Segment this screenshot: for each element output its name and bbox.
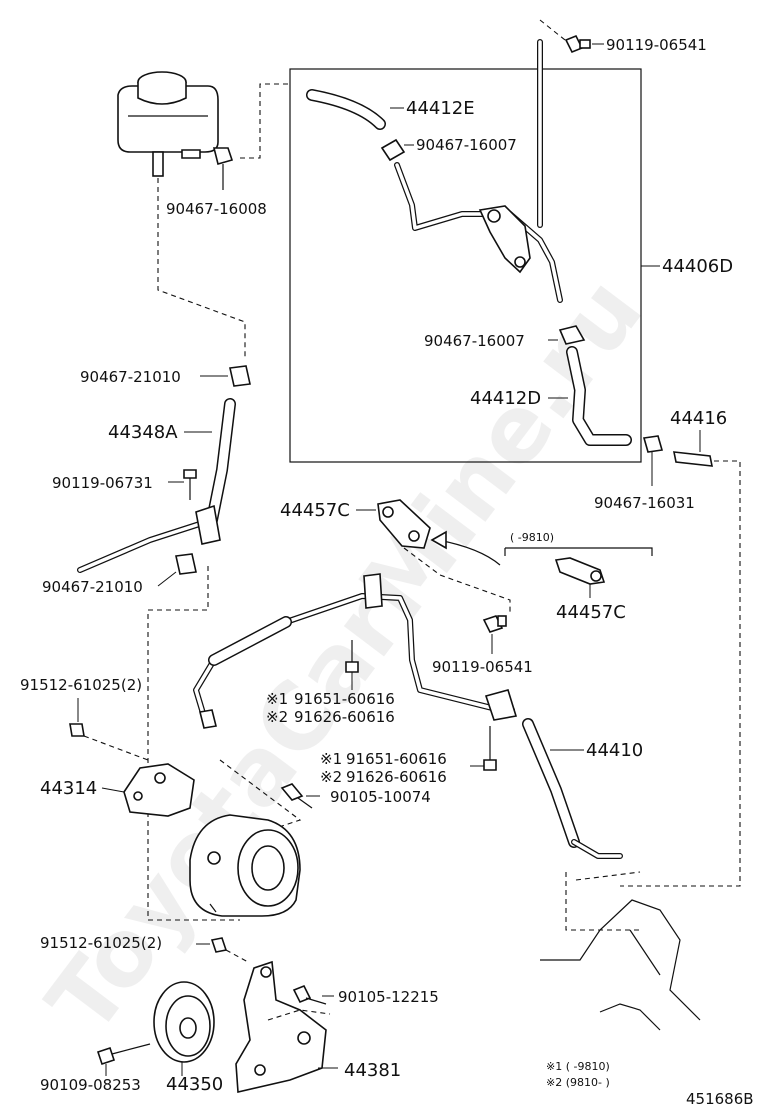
label-91512-61025-top: 91512-61025(2)	[20, 676, 142, 694]
clip-90467-16031	[642, 435, 664, 486]
label-90467-21010-bot: 90467-21010	[42, 578, 143, 596]
hose-44348a	[77, 398, 236, 573]
label-91512-61025-bot: 91512-61025(2)	[40, 934, 162, 952]
ref-line-top-bolt	[539, 19, 571, 45]
label-44350: 44350	[166, 1074, 223, 1095]
ref-line-44416	[620, 460, 741, 887]
label-91626-60616-b: 91626-60616	[346, 768, 447, 786]
pressure-tube-44410	[193, 573, 623, 859]
label-44410: 44410	[586, 740, 643, 761]
label-90467-21010-top: 90467-21010	[80, 368, 181, 386]
range-box-line	[504, 547, 653, 556]
hose-44412d	[566, 346, 632, 446]
ref-line-reservoir-a	[240, 83, 290, 159]
ref-line-reservoir-b	[157, 178, 246, 360]
ref-line-bracket	[403, 547, 511, 612]
clip-90467-16008	[212, 147, 234, 190]
ref-mark-1b: ※1	[320, 750, 342, 768]
label-44416: 44416	[670, 408, 727, 429]
label-44457c-alt: 44457C	[556, 602, 626, 623]
label-44348a: 44348A	[108, 422, 178, 443]
label-90467-16007-top: 90467-16007	[416, 136, 517, 154]
label-91651-60616-b: 91651-60616	[346, 750, 447, 768]
bolt-91651-60616-b	[470, 726, 497, 771]
bracket-44457c-alt	[554, 557, 606, 598]
diagram-id: 451686B	[686, 1090, 754, 1108]
bolt-91512-61025-bot	[196, 937, 228, 953]
label-range-box: ( -9810)	[510, 531, 554, 544]
ref-mark-2b: ※2	[320, 768, 342, 786]
note-ref-2: ※2 (9810- )	[546, 1076, 610, 1089]
label-90467-16007-bot: 90467-16007	[424, 332, 525, 350]
bolt-90119-06731	[168, 469, 197, 500]
label-90119-06541-mid: 90119-06541	[432, 658, 533, 676]
ref-line-left-vertical	[147, 566, 240, 921]
bolt-90109-08253	[96, 1043, 151, 1076]
ref-mark-2a: ※2	[266, 708, 288, 726]
clip-90467-21010-top	[200, 365, 251, 387]
pipe-assembly-44406d	[394, 39, 563, 303]
note-ref-1: ※1 ( -9810)	[546, 1060, 610, 1073]
ref-line-bolt-bot	[225, 949, 249, 963]
clip-90467-16007-bot	[548, 325, 586, 345]
label-90109-08253: 90109-08253	[40, 1076, 141, 1094]
steering-gear	[540, 871, 701, 1031]
bolt-90105-10074	[280, 783, 320, 809]
label-90119-06731: 90119-06731	[52, 474, 153, 492]
label-91651-60616-a: 91651-60616	[294, 690, 395, 708]
ref-mark-1a: ※1	[266, 690, 288, 708]
label-90467-16031: 90467-16031	[594, 494, 695, 512]
pulley-44350	[153, 981, 215, 1076]
label-90105-12215: 90105-12215	[338, 988, 439, 1006]
label-90467-16008: 90467-16008	[166, 200, 267, 218]
label-44406d: 44406D	[662, 256, 733, 277]
bolt-90119-06541-mid	[482, 615, 507, 654]
label-44457c-main: 44457C	[280, 500, 350, 521]
label-44412e: 44412E	[406, 98, 475, 119]
clip-90467-21010-bot	[157, 553, 197, 587]
vane-pump	[189, 814, 301, 917]
label-91626-60616-a: 91626-60616	[294, 708, 395, 726]
bolt-91512-61025-top	[69, 698, 85, 737]
label-90105-10074: 90105-10074	[330, 788, 431, 806]
ref-line-bracket-bolt	[267, 1009, 331, 1021]
bolt-91651-60616-a	[345, 640, 359, 690]
bolt-90105-12215	[292, 984, 334, 1005]
label-44412d: 44412D	[470, 388, 541, 409]
ref-line-bolt-top	[83, 735, 149, 761]
bracket-44457c-main	[356, 499, 431, 549]
bolt-90119-06541-top	[564, 34, 604, 54]
arrow-head	[430, 530, 447, 550]
label-44314: 44314	[40, 778, 97, 799]
cover-44314	[101, 763, 195, 817]
label-44381: 44381	[344, 1060, 401, 1081]
clip-90467-16007-top	[380, 138, 414, 162]
hose-44412e	[306, 89, 386, 130]
bracket-44381	[235, 960, 338, 1093]
reservoir-tank	[117, 71, 219, 177]
label-90119-06541-top: 90119-06541	[606, 36, 707, 54]
union-44416	[673, 430, 713, 467]
